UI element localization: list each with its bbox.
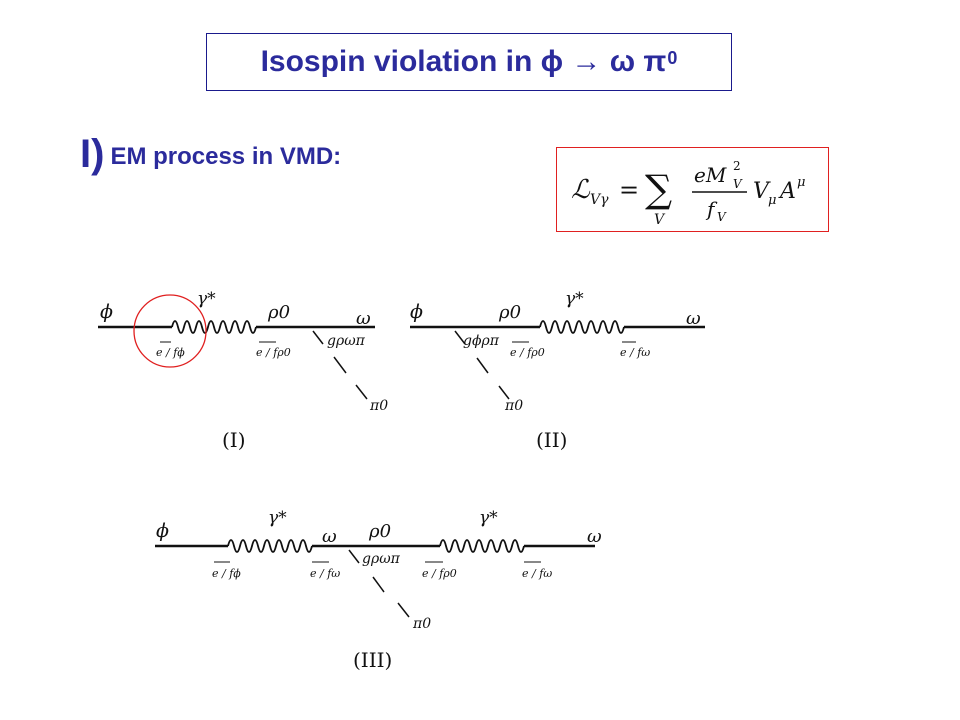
d2-coupling2-label: e / fω — [620, 346, 650, 359]
d1-caption: (I) — [222, 428, 246, 452]
lagrangian-lhs: ℒ — [571, 175, 591, 205]
d2-gamma-label: γ* — [565, 289, 584, 309]
d3-rho-label: ρ0 — [368, 521, 391, 542]
d2-pion-dash — [454, 330, 466, 345]
d3-phi-label: ϕ — [156, 520, 169, 542]
d3-coupling2-label: e / fω — [310, 567, 340, 580]
d2-caption: (II) — [536, 428, 567, 452]
lagrangian-denominator-sub: V — [717, 210, 727, 224]
lagrangian-box: ℒ Vγ = ∑ V eM 2 V f V V μ A μ — [556, 147, 829, 232]
d2-pion-dash — [498, 385, 510, 400]
d3-gamma2-label: γ* — [479, 508, 498, 528]
d1-pion-label: π0 — [369, 398, 388, 414]
d2-phi-label: ϕ — [410, 301, 423, 323]
d3-pion-dash — [348, 549, 360, 564]
d3-coupling3-label: e / fρ0 — [422, 567, 457, 580]
d3-omega1-label: ω — [322, 526, 337, 547]
d3-gamma1-label: γ* — [268, 508, 287, 528]
d1-photon-propagator — [171, 320, 257, 334]
d3-photon-propagator-1 — [227, 539, 313, 553]
lagrangian-term-sub: μ — [768, 193, 776, 208]
d1-pion-dash — [312, 330, 324, 345]
d3-pion-dash — [397, 602, 410, 618]
d1-highlight-circle — [133, 294, 207, 368]
d3-vertex-label: gρωπ — [362, 551, 401, 567]
d2-vertex-label: gϕρπ — [463, 333, 500, 349]
lagrangian-sum-sub: V — [654, 212, 666, 228]
lagrangian-lhs-sub: Vγ — [590, 192, 609, 208]
d1-coupling1-label: e / fϕ — [156, 346, 185, 359]
lagrangian-numerator: eM — [694, 163, 727, 187]
section-heading: I)EM process in VMD: — [80, 132, 341, 177]
lagrangian-formula: ℒ Vγ = ∑ V eM 2 V f V V μ A μ — [571, 159, 805, 228]
diagram-1 — [98, 294, 375, 400]
lagrangian-sum: ∑ — [645, 167, 672, 211]
d3-coupling1-label: e / fϕ — [212, 567, 241, 580]
d2-pion-label: π0 — [504, 398, 523, 414]
d2-photon-propagator — [539, 320, 625, 334]
d1-omega-label: ω — [356, 308, 371, 329]
d3-caption: (III) — [353, 648, 392, 672]
lagrangian-numerator-sup: 2 — [733, 159, 741, 173]
d1-coupling2-label: e / fρ0 — [256, 346, 291, 359]
section-numeral: I) — [80, 132, 105, 176]
d1-gamma-label: γ* — [197, 289, 216, 309]
d1-pion-dash — [333, 356, 347, 374]
d3-pion-dash — [372, 576, 385, 593]
lagrangian-field: A — [778, 179, 796, 204]
d2-coupling1-label: e / fρ0 — [510, 346, 545, 359]
d1-phi-label: ϕ — [100, 301, 113, 323]
d3-omega2-label: ω — [587, 526, 602, 547]
d3-coupling4-label: e / fω — [522, 567, 552, 580]
title-superscript: 0 — [667, 47, 678, 68]
d2-pion-dash — [476, 357, 489, 374]
d1-vertex-label: gρωπ — [327, 333, 366, 349]
lagrangian-term: V — [753, 179, 771, 204]
diagram-2 — [410, 320, 705, 400]
d2-rho-label: ρ0 — [498, 302, 521, 323]
diagram-3 — [155, 539, 595, 618]
d2-omega-label: ω — [686, 308, 701, 329]
d1-pion-dash — [355, 384, 368, 400]
d1-rho-label: ρ0 — [267, 302, 290, 323]
section-label: EM process in VMD: — [110, 143, 342, 170]
lagrangian-equals: = — [619, 176, 639, 204]
lagrangian-numerator-sub: V — [733, 177, 743, 191]
lagrangian-field-sup: μ — [797, 175, 805, 190]
d3-photon-propagator-2 — [439, 539, 525, 553]
d3-pion-label: π0 — [412, 616, 431, 632]
slide-title-text: Isospin violation in ϕ → ω π — [260, 45, 667, 78]
